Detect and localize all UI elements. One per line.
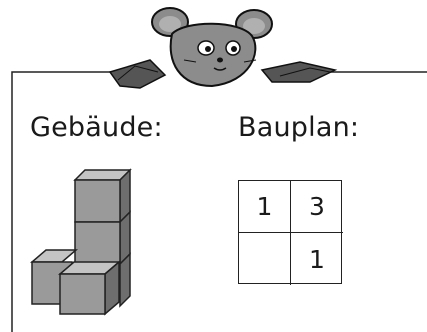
cube xyxy=(59,273,106,315)
cube xyxy=(74,221,121,265)
cube xyxy=(74,179,121,223)
building-heading: Gebäude: xyxy=(30,112,163,143)
plan-cell: 3 xyxy=(291,181,343,233)
plan-cell xyxy=(239,233,291,285)
cube-building-drawing xyxy=(29,168,132,316)
plan-cell: 1 xyxy=(309,244,325,274)
plan-cell: 1 xyxy=(239,181,291,233)
mouse-mascot-icon xyxy=(108,7,338,89)
plan-heading: Bauplan: xyxy=(238,112,360,143)
building-plan-grid: 1 3 1 xyxy=(238,180,343,285)
